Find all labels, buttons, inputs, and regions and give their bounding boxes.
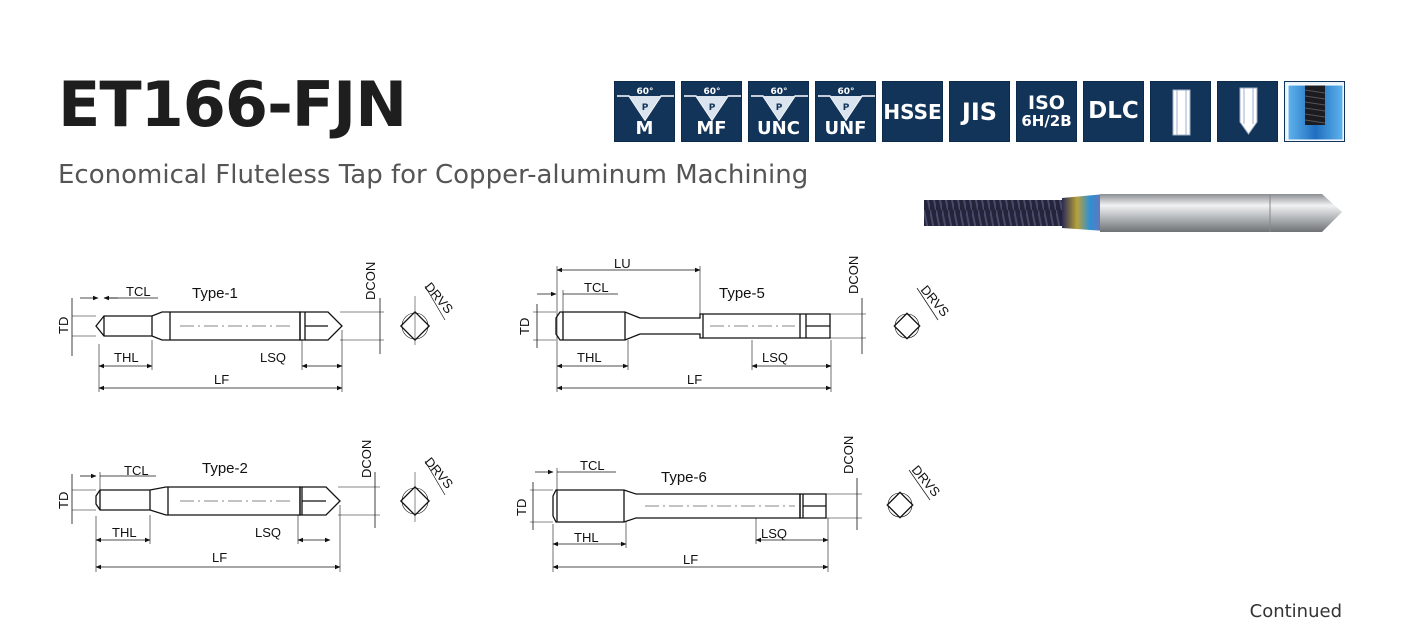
badge-tolerance: ISO 6H/2B <box>1016 81 1077 142</box>
product-subtitle: Economical Fluteless Tap for Copper-alum… <box>58 160 809 190</box>
svg-text:60°: 60° <box>636 87 653 97</box>
badge-thread-unc: 60° P UNC <box>748 81 809 142</box>
td-label: TD <box>56 492 71 509</box>
straight-shank-icon <box>1150 81 1211 142</box>
type-6-label: Type-6 <box>661 469 707 486</box>
product-photo <box>924 194 1342 232</box>
dcon-label: DCON <box>846 256 861 294</box>
td-label: TD <box>56 317 71 334</box>
thread-code: MF <box>696 118 727 139</box>
drvs-label: DRVS <box>422 454 457 491</box>
continued-label: Continued <box>1249 601 1342 622</box>
lsq-label: LSQ <box>761 526 787 541</box>
thl-label: THL <box>574 530 599 545</box>
thread-profile-icon: 60° P <box>818 87 875 122</box>
thread-profile-icon: 60° P <box>751 87 808 122</box>
lf-label: LF <box>687 372 702 387</box>
badge-standard: JIS <box>949 81 1010 142</box>
td-label: TD <box>517 318 532 335</box>
lsq-label: LSQ <box>260 350 286 365</box>
svg-text:P: P <box>776 103 783 113</box>
pointed-shank-icon <box>1217 81 1278 142</box>
lsq-label: LSQ <box>255 525 281 540</box>
thl-label: THL <box>577 350 602 365</box>
drawing-type-5 <box>533 266 939 392</box>
thread-code: UNC <box>757 118 800 139</box>
spec-badges: 60° P M 60° P MF 60° P UNC 60° P UNF <box>614 81 1345 142</box>
drvs-label: DRVS <box>422 279 457 316</box>
badge-coating: DLC <box>1083 81 1144 142</box>
badge-thread-m: 60° P M <box>614 81 675 142</box>
tcl-label: TCL <box>124 463 149 478</box>
dcon-label: DCON <box>359 440 374 478</box>
thread-profile-icon: 60° P <box>684 87 741 122</box>
tcl-label: TCL <box>580 458 605 473</box>
svg-text:P: P <box>642 103 649 113</box>
lf-label: LF <box>214 372 229 387</box>
coated-tap-icon <box>1284 81 1345 142</box>
drawing-type-1 <box>71 285 446 392</box>
type-5-label: Type-5 <box>719 285 765 302</box>
thl-label: THL <box>112 525 137 540</box>
badge-thread-mf: 60° P MF <box>681 81 742 142</box>
drawing-type-2 <box>71 460 446 572</box>
drawing-type-6 <box>530 468 931 572</box>
badge-material: HSSE <box>882 81 943 142</box>
svg-text:P: P <box>709 103 716 113</box>
tcl-label: TCL <box>126 284 151 299</box>
thread-code: UNF <box>824 118 867 139</box>
lf-label: LF <box>212 550 227 565</box>
svg-text:60°: 60° <box>770 87 787 97</box>
tcl-label: TCL <box>584 280 609 295</box>
td-label: TD <box>514 499 529 516</box>
lf-label: LF <box>683 552 698 567</box>
drvs-label: DRVS <box>918 282 953 319</box>
thl-label: THL <box>114 350 139 365</box>
lsq-label: LSQ <box>762 350 788 365</box>
svg-text:60°: 60° <box>703 87 720 97</box>
dcon-label: DCON <box>841 436 856 474</box>
svg-text:P: P <box>843 103 850 113</box>
thread-code: M <box>635 118 654 139</box>
thread-profile-icon: 60° P <box>617 87 674 122</box>
badge-thread-unf: 60° P UNF <box>815 81 876 142</box>
type-1-label: Type-1 <box>192 285 238 302</box>
dcon-label: DCON <box>363 262 378 300</box>
svg-text:60°: 60° <box>837 87 854 97</box>
type-2-label: Type-2 <box>202 460 248 477</box>
product-title: ET166-FJN <box>58 68 407 141</box>
lu-label: LU <box>614 256 631 271</box>
